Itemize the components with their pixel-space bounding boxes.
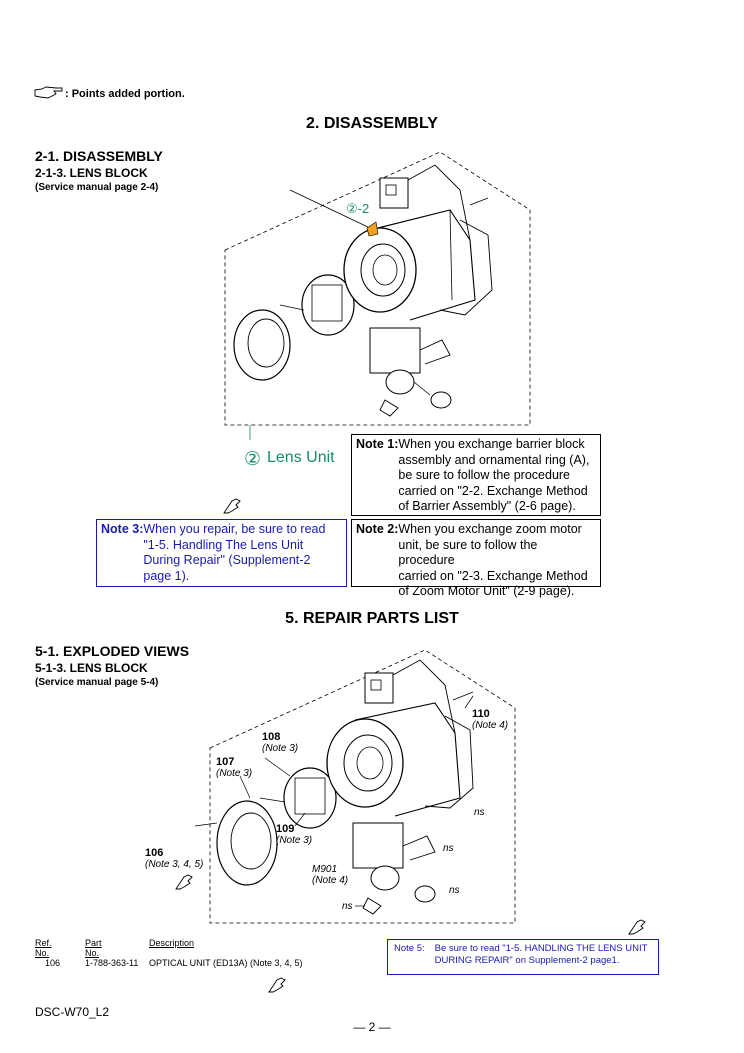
callout-107-note: (Note 3) [216, 768, 253, 779]
hand-pointer-icon [223, 498, 241, 514]
callout-109-note: (Note 3) [276, 835, 313, 846]
header-description: Description [149, 938, 195, 948]
note-3-box: Note 3: When you repair, be sure to read… [96, 519, 347, 587]
callout-108-num: 108 [262, 731, 281, 743]
callout-ns-3: ns [449, 885, 460, 896]
lens-block-exploded-view-figure [194, 649, 516, 924]
row-part: 1-788-363-11 [85, 958, 139, 968]
pointing-hand-icon [34, 86, 63, 99]
row-desc: OPTICAL UNIT (ED13A) (Note 3, 4, 5) [149, 958, 303, 968]
section-2-title: 2. DISASSEMBLY [306, 115, 438, 132]
callout-110-num: 110 [472, 708, 490, 720]
callout-2-2: ②-2 [346, 201, 370, 216]
hand-pointer-icon [628, 919, 646, 935]
row-ref: 106 [45, 958, 61, 968]
note-3-label: Note 3: [101, 522, 144, 536]
note-5-text: Be sure to read "1-5. HANDLING THE LENS … [434, 943, 648, 966]
section-2-ref: (Service manual page 2-4) [35, 182, 159, 193]
callout-106: 106 (Note 3, 4, 5) [145, 847, 203, 870]
callout-ns-1: ns [474, 807, 485, 818]
note-1-box: Note 1: When you exchange barrier block … [351, 434, 601, 516]
section-5-ref: (Service manual page 5-4) [35, 677, 159, 688]
lens-unit-label: Lens Unit [267, 449, 335, 466]
callout-106-num: 106 [145, 847, 164, 859]
header-note-text: : Points added portion. [65, 88, 185, 100]
header-part-no: Part No. [85, 938, 102, 958]
section-5-1-3-heading: 5-1-3. LENS BLOCK [35, 661, 148, 675]
callout-110-note: (Note 4) [472, 720, 509, 731]
lens-unit-number: ② [244, 449, 262, 470]
callout-110: 110 (Note 4) [472, 708, 508, 731]
callout-107-num: 107 [216, 756, 235, 768]
note-2-text: When you exchange zoom motor unit, be su… [398, 522, 588, 598]
note-3-text: When you repair, be sure to read "1-5. H… [143, 522, 326, 583]
hand-pointer-icon [268, 977, 286, 993]
callout-108-note: (Note 3) [262, 743, 299, 754]
section-5-title: 5. REPAIR PARTS LIST [285, 610, 459, 627]
page-number: — 2 — [353, 1020, 391, 1034]
note-1-text: When you exchange barrier block assembly… [398, 437, 590, 513]
note-2-box: Note 2: When you exchange zoom motor uni… [351, 519, 601, 598]
callout-ns-4: ns [342, 901, 353, 912]
callout-109: 109 (Note 3) [276, 823, 312, 846]
note-2-label: Note 2: [356, 522, 399, 536]
callout-107: 107 (Note 3) [216, 756, 252, 779]
note-1-label: Note 1: [356, 437, 399, 451]
callout-m901-num: M901 [312, 864, 338, 875]
section-5-1-heading: 5-1. EXPLODED VIEWS [35, 643, 190, 659]
callout-109-num: 109 [276, 823, 295, 835]
callout-m901: M901 (Note 4) [312, 864, 348, 886]
callout-106-note: (Note 3, 4, 5) [145, 859, 204, 870]
hand-pointer-icon [175, 874, 193, 890]
section-2-1-heading: 2-1. DISASSEMBLY [35, 148, 163, 164]
header-ref-no: Ref. No. [35, 938, 52, 958]
note-5-box: Note 5: Be sure to read "1-5. HANDLING T… [387, 939, 659, 975]
note-5-label: Note 5: [394, 943, 425, 954]
lens-block-disassembly-figure [224, 151, 531, 440]
section-2-1-3-heading: 2-1-3. LENS BLOCK [35, 166, 148, 180]
callout-ns-2: ns [443, 843, 454, 854]
footer-model: DSC-W70_L2 [35, 1005, 110, 1019]
callout-m901-note: (Note 4) [312, 875, 349, 886]
callout-108: 108 (Note 3) [262, 731, 298, 754]
